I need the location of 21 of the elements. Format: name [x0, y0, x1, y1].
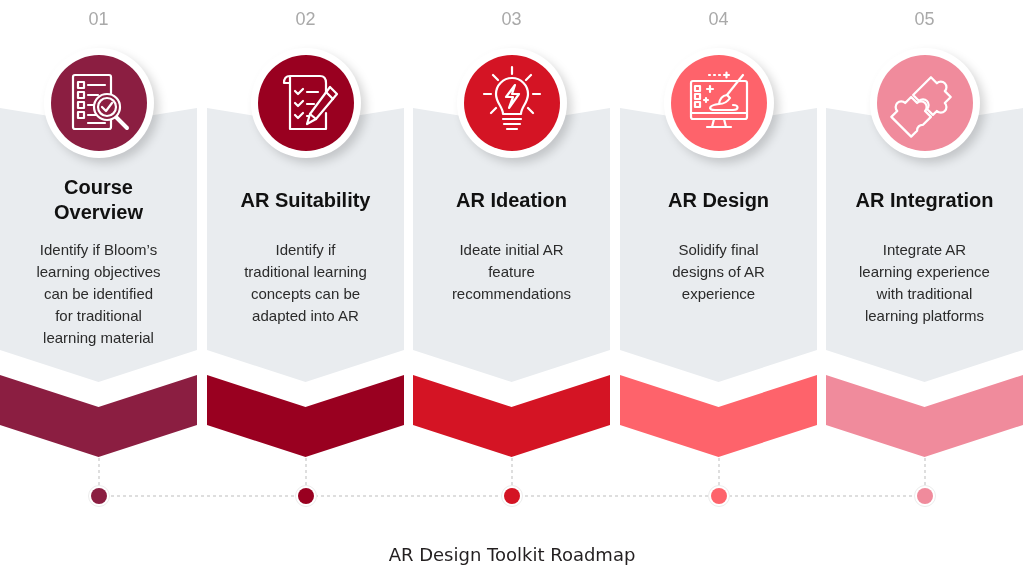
step-title: AR Ideation: [455, 187, 568, 213]
step-number: 02: [295, 8, 316, 30]
chevron-band: [207, 375, 404, 457]
step-description: Ideate initial AR feature recommendations: [450, 240, 573, 304]
caption: AR Design Toolkit Roadmap: [388, 544, 636, 565]
step-number: 05: [914, 8, 935, 30]
step-title: AR Integration: [855, 187, 994, 213]
chevron-band: [620, 375, 817, 457]
step-description: Solidify final designs of AR experience: [671, 240, 766, 304]
step-title: AR Design: [667, 187, 770, 213]
step-title: AR Suitability: [240, 187, 371, 213]
step-title: Course Overview: [53, 175, 144, 225]
chevron-band: [826, 375, 1023, 457]
step-description: Identify if traditional learning concepts can be adapted into AR: [243, 240, 368, 326]
step-number: 04: [708, 8, 729, 30]
step-number: 03: [501, 8, 522, 30]
chevron-band: [413, 375, 610, 457]
step-description: Integrate AR learning experience with traditional learning platforms: [858, 240, 991, 326]
chevron-band: [0, 375, 197, 457]
step-number: 01: [88, 8, 109, 30]
step-description: Identify if Bloom’s learning objectives can be identified for traditional learning material: [35, 240, 162, 348]
